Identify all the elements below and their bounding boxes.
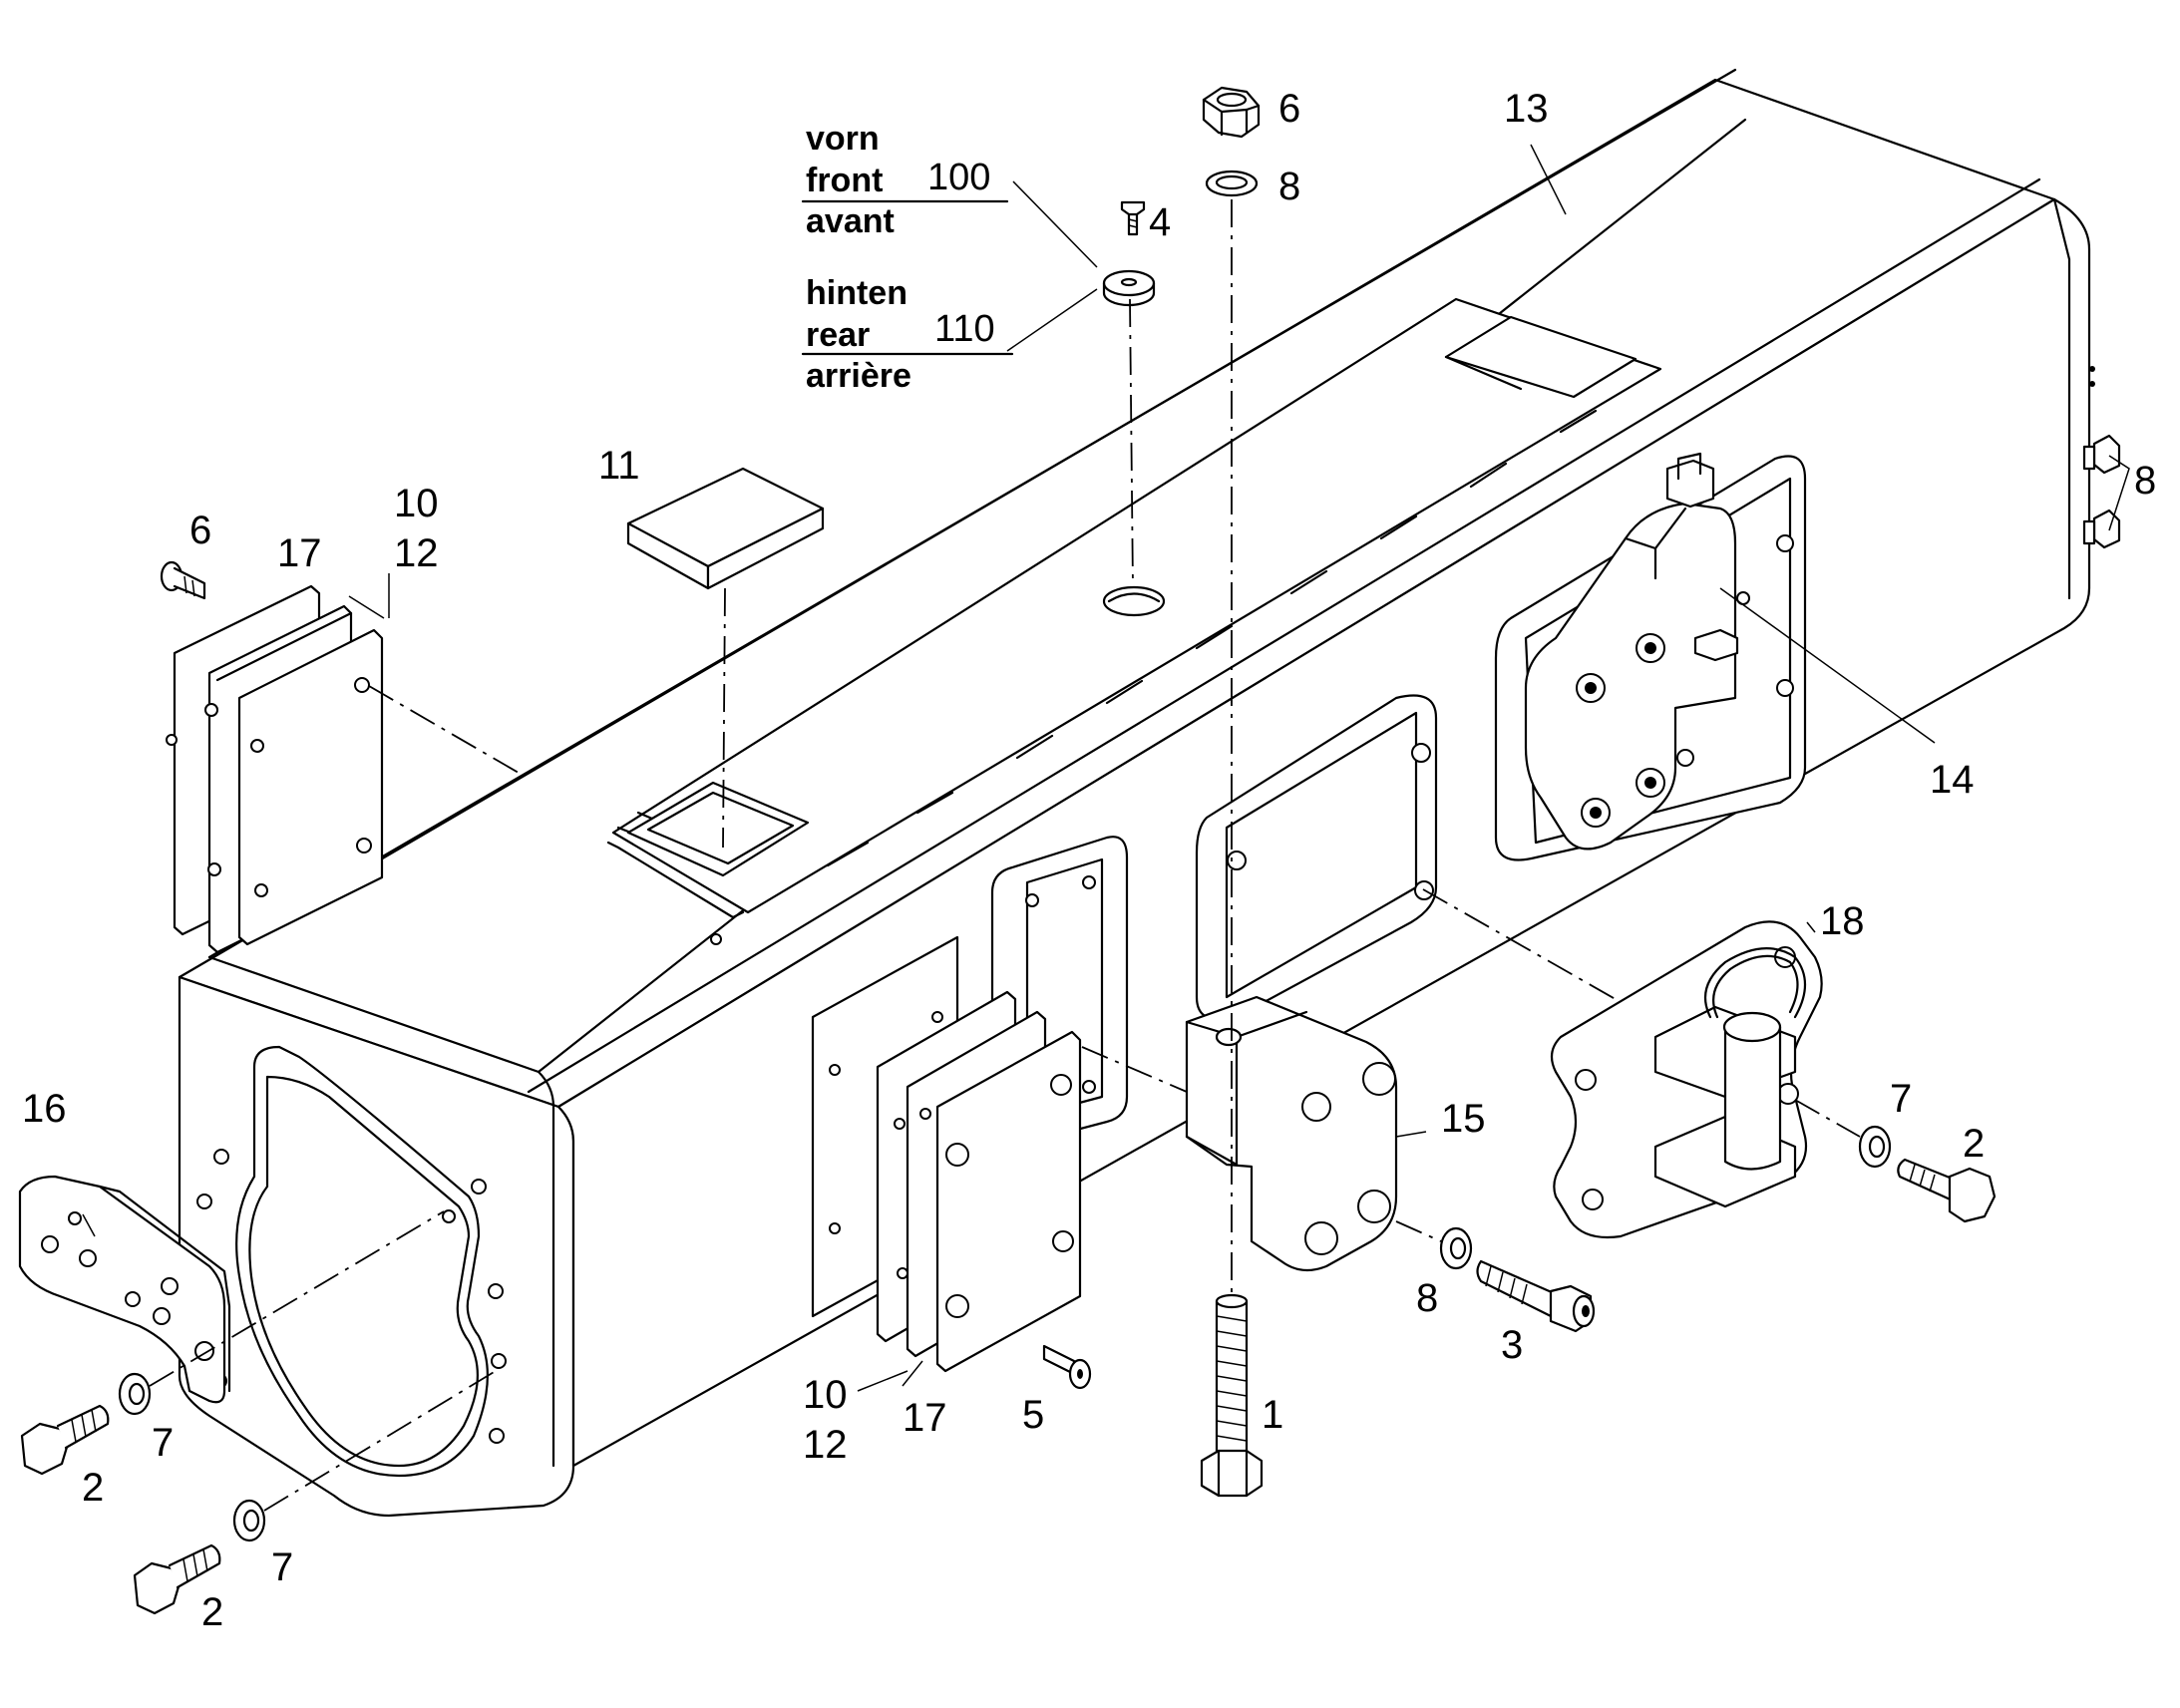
callout-4: 4 [1149, 200, 1171, 244]
callout-17-front: 17 [903, 1396, 947, 1440]
legend-front-en: front [806, 162, 883, 199]
callout-1: 1 [1262, 1393, 1283, 1437]
plate-16 [18, 1175, 231, 1404]
position-legend: vorn front 100 avant hinten rear 110 arr… [801, 120, 1014, 395]
legend-rear-de: hinten [806, 274, 908, 312]
block-15 [1185, 995, 1398, 1272]
callout-6-top: 6 [1278, 87, 1300, 131]
callout-16: 16 [22, 1087, 67, 1131]
legend-front-de: vorn [806, 120, 880, 158]
centerlines [149, 180, 1861, 1512]
callout-8-right: 8 [2134, 459, 2156, 503]
leader-lines [82, 144, 2130, 1392]
callout-13: 13 [1504, 87, 1549, 131]
callout-12-left: 12 [394, 531, 439, 575]
callout-5: 5 [1022, 1393, 1044, 1437]
legend-rear-fr: arrière [806, 357, 911, 395]
callout-11: 11 [598, 444, 640, 488]
callout-3: 3 [1501, 1323, 1523, 1367]
callout-6-left: 6 [189, 509, 211, 552]
legend-front-fr: avant [806, 202, 895, 240]
front-plates [876, 990, 1092, 1390]
callout-2-right: 2 [1963, 1122, 1985, 1166]
top-small-parts [1102, 86, 1261, 617]
legend-front-ref: 100 [927, 157, 990, 198]
legend-rear-en: rear [806, 316, 870, 354]
fasteners [20, 1125, 1997, 1615]
callout-2-left-upper: 2 [82, 1466, 104, 1510]
callout-15: 15 [1441, 1097, 1486, 1141]
callout-17-left: 17 [277, 531, 322, 575]
callout-7-left-lower: 7 [271, 1545, 293, 1589]
callout-8-top: 8 [1278, 165, 1300, 208]
legend-rear-ref: 110 [934, 308, 995, 350]
callout-14: 14 [1930, 758, 1975, 802]
cover-plate-11 [626, 467, 825, 590]
bracket-14 [1524, 452, 1794, 851]
left-plates [160, 560, 384, 954]
callout-2-left-lower: 2 [201, 1590, 223, 1634]
callout-7-left-upper: 7 [152, 1421, 174, 1465]
callout-18: 18 [1820, 899, 1865, 943]
callout-10-front: 10 [803, 1373, 848, 1417]
callout-labels: 13 6 8 4 11 10 12 17 6 8 14 18 15 7 2 8 … [22, 87, 2156, 1634]
callout-12-front: 12 [803, 1423, 848, 1467]
callout-8-mid: 8 [1416, 1276, 1438, 1320]
pin-bracket-18 [1550, 920, 1823, 1239]
callout-7-right: 7 [1890, 1077, 1912, 1121]
callout-10-left: 10 [394, 482, 439, 525]
